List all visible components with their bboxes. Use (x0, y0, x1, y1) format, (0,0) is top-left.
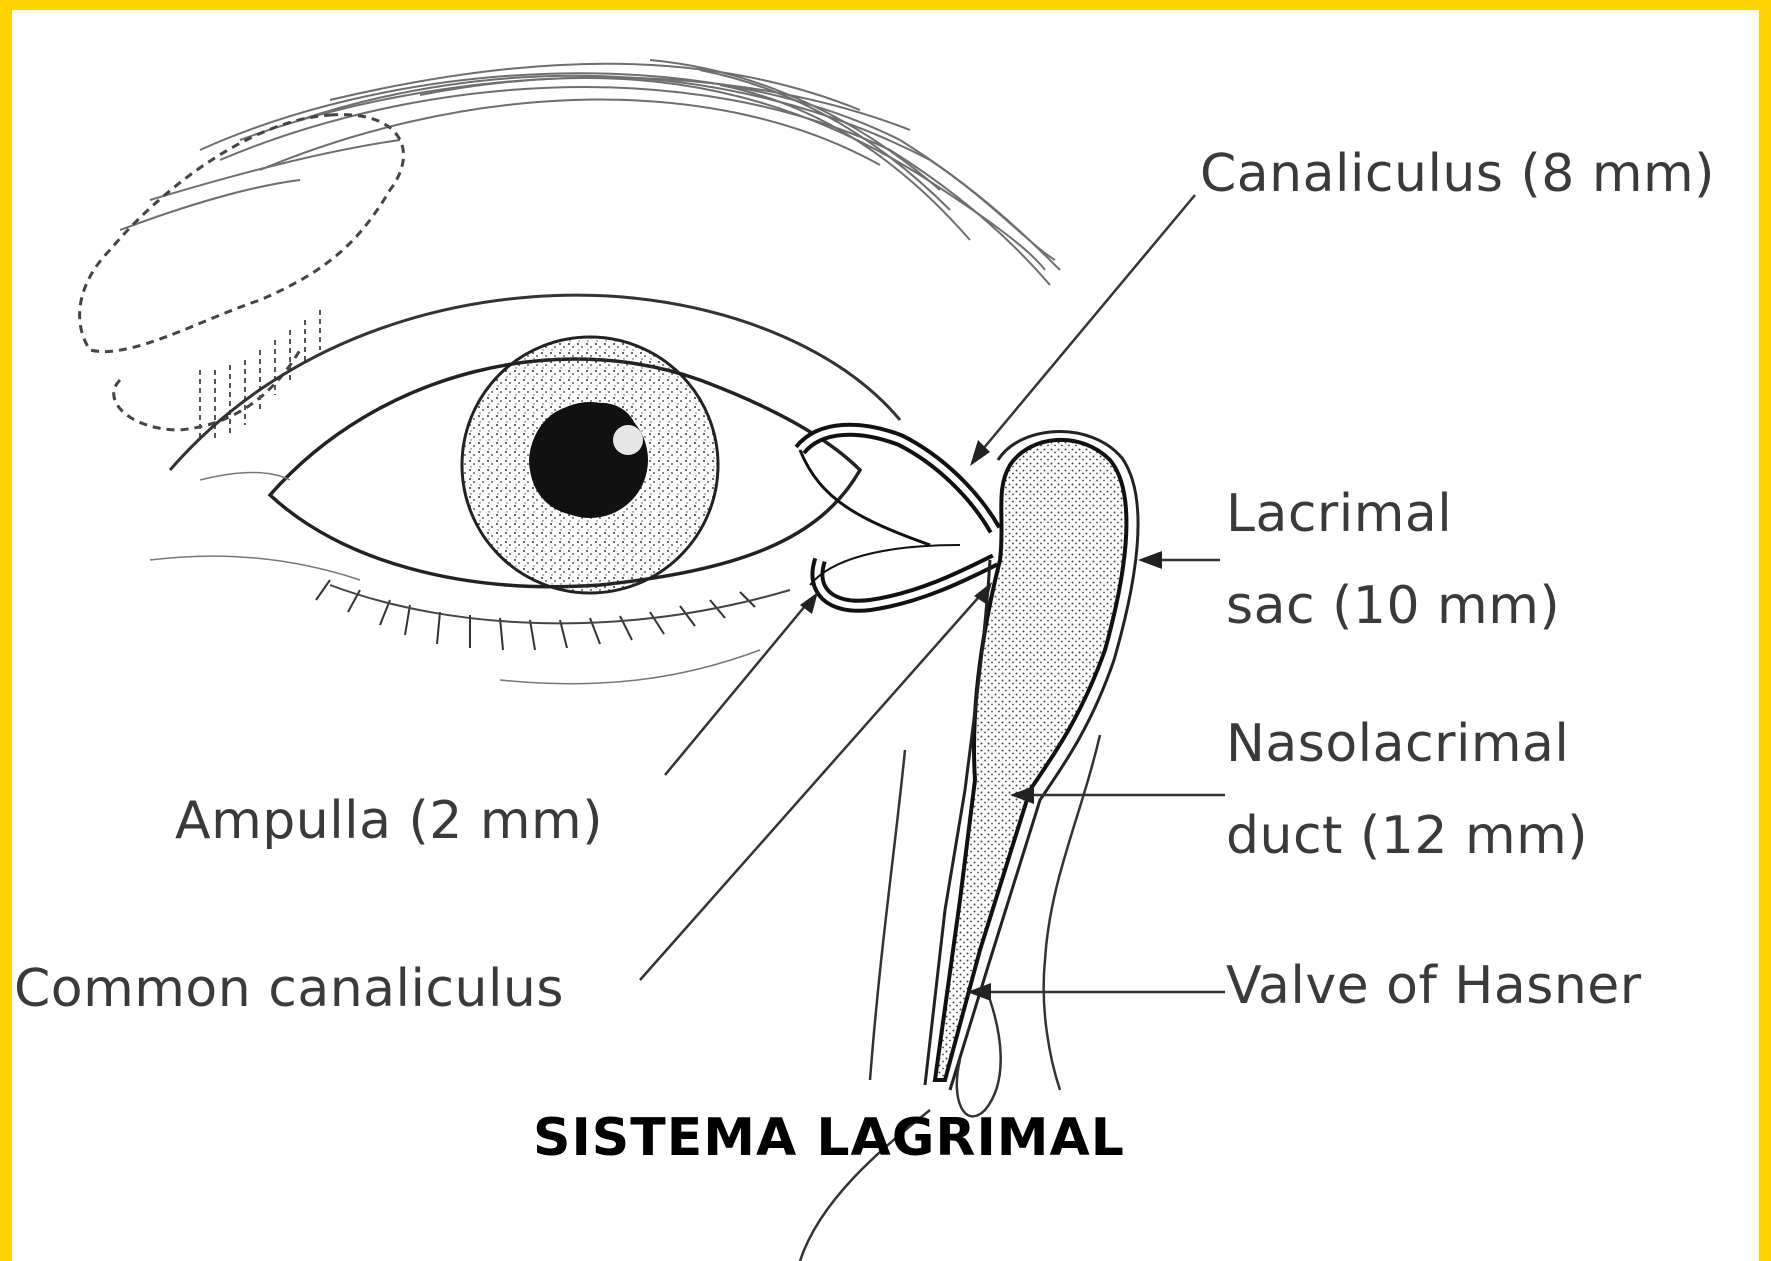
lacrimal-sac (935, 440, 1126, 1080)
label-canaliculus: Canaliculus (8 mm) (1200, 148, 1715, 200)
diagram-title: SISTEMA LAGRIMAL (533, 1108, 1125, 1168)
lower-lashes (316, 580, 755, 650)
label-valve-of-hasner: Valve of Hasner (1226, 960, 1642, 1012)
label-nasolacrimal-line2: duct (12 mm) (1226, 810, 1588, 862)
lacrimal-gland (80, 115, 404, 430)
label-common-canaliculus: Common canaliculus (14, 963, 564, 1015)
label-ampulla: Ampulla (2 mm) (175, 795, 603, 847)
eyebrow (120, 60, 1060, 285)
label-lacrimal-sac-line2: sac (10 mm) (1226, 580, 1560, 632)
label-lacrimal-sac-line1: Lacrimal (1226, 488, 1452, 540)
label-nasolacrimal-line1: Nasolacrimal (1226, 718, 1569, 770)
canaliculi (800, 430, 995, 606)
